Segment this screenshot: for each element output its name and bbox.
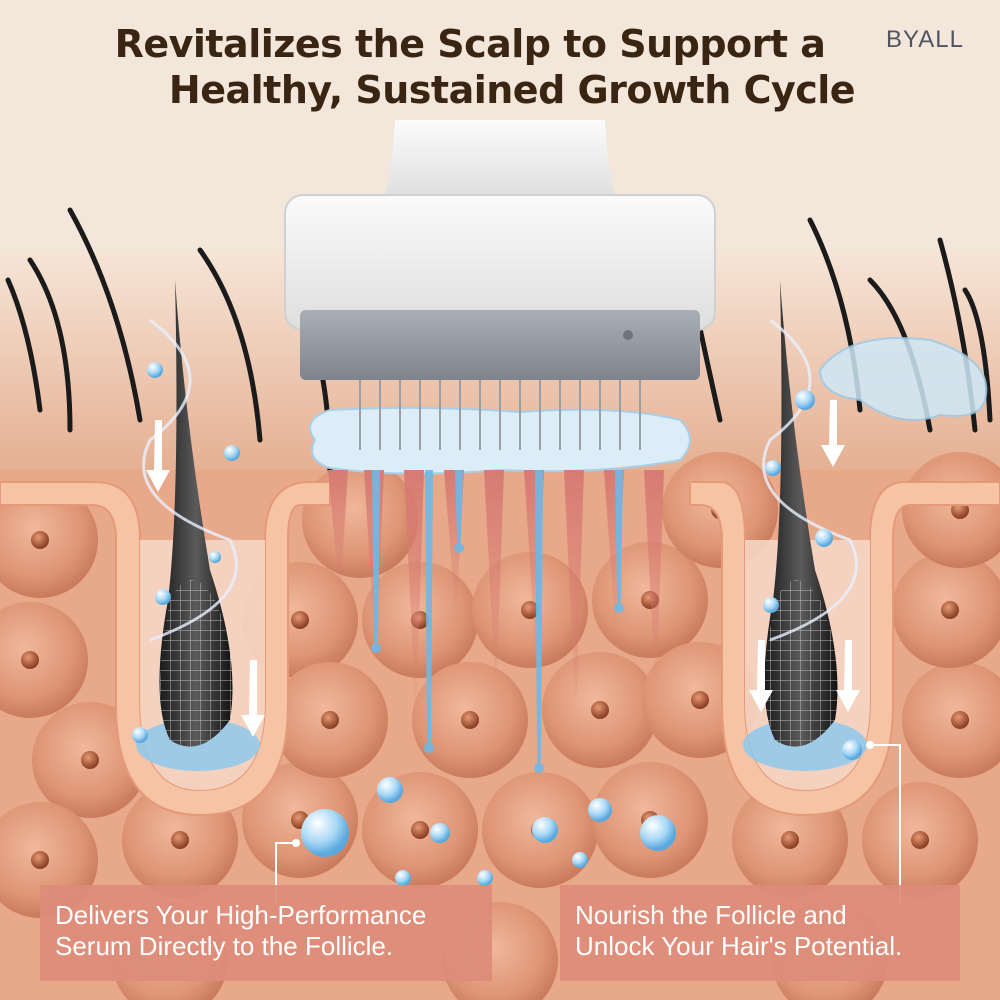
left-callout-text: Delivers Your High-Performance Serum Dir… [55,900,495,962]
left-callout-dot [292,839,300,847]
serum-drips [371,470,624,773]
derma-device [284,120,716,450]
headline-line-2: Healthy, Sustained Growth Cycle [168,68,856,112]
right-callout-line-1: Nourish the Follicle and [575,900,847,930]
headline-line-1: Revitalizes the Scalp to Support a [114,22,826,66]
left-callout-line-1: Delivers Your High-Performance [55,900,427,930]
callout-leaders [275,744,901,905]
serum-splash [309,337,988,475]
device-needles [359,380,641,450]
serum-bubbles [132,362,862,886]
right-callout-panel [560,885,960,981]
skin-cells [0,452,1000,1000]
energy-swirls [142,318,858,642]
right-hair-shaft [764,280,838,747]
right-callout-line-2: Unlock Your Hair's Potential. [575,931,903,961]
brand-logo: BYALL [886,26,964,53]
right-callout-text: Nourish the Follicle and Unlock Your Hai… [575,900,965,962]
flow-arrows [146,400,860,737]
left-callout-panel [40,885,492,981]
left-callout-line-2: Serum Directly to the Follicle. [55,931,394,961]
right-callout-dot [866,741,874,749]
